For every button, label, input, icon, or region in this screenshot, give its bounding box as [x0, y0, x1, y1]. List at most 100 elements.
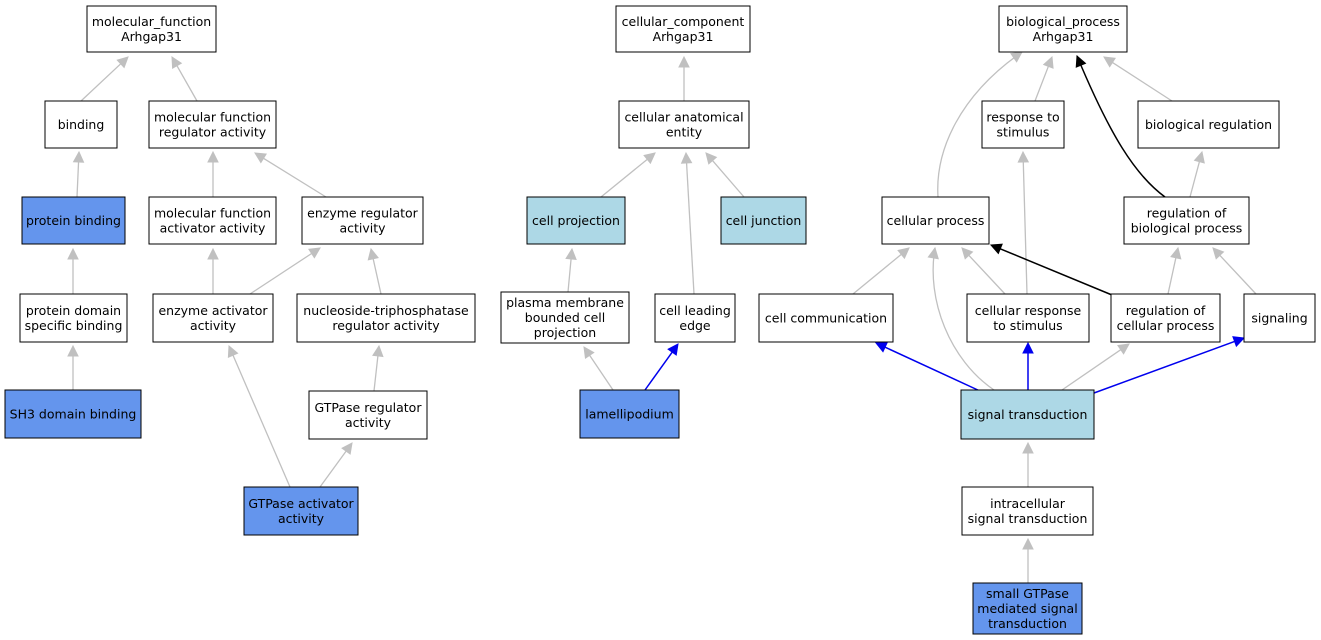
node-cell-junction-box [720, 196, 807, 245]
node-cell-anat-entity-box [618, 100, 750, 149]
node-protein-domain-binding-label-line-1: specific binding [25, 318, 123, 333]
node-cell-leading-edge-label-line-1: edge [679, 318, 711, 333]
edge-response-to-stimulus-to-bp-root-line [1034, 66, 1050, 102]
edge-pm-bounded-projection-to-cell-projection-line [567, 258, 572, 293]
edge-mf-activator-to-mf-regulator [207, 150, 219, 197]
edge-cell-response-stimulus-to-cellular-process-line [968, 254, 1006, 295]
edge-gtpase-activator-to-gtpase-regulator-line [319, 450, 347, 488]
edge-lamellipodium-to-cell-leading-edge-line [644, 351, 673, 391]
edge-binding-to-mf-root [80, 56, 129, 102]
edge-intracellular-signal-to-signal-transduction [1022, 441, 1034, 487]
node-enzyme-regulator-label-line-0: enzyme regulator [307, 206, 419, 221]
node-cell-projection-label-line-0: cell projection [532, 213, 620, 228]
edge-cell-junction-to-cell-anat-entity-line [712, 160, 745, 198]
edge-mf-regulator-to-mf-root [171, 56, 198, 102]
edge-signal-transduction-to-cell-communication-line [884, 346, 981, 392]
node-ntpase-regulator-label-line-1: regulator activity [332, 318, 440, 333]
node-cc-root-box [615, 5, 751, 53]
edge-small-gtpase-signal-to-intracellular-signal [1022, 537, 1034, 583]
edge-signaling-to-reg-bio-process-line [1219, 254, 1257, 295]
edge-gtpase-activator-to-enzyme-activator-line [232, 354, 291, 488]
edge-cell-leading-edge-to-cell-anat-entity [680, 151, 695, 295]
node-binding-label-line-0: binding [58, 117, 105, 132]
node-mf-regulator-box [148, 100, 277, 149]
node-mf-regulator-label-line-0: molecular function [154, 110, 271, 125]
edge-cell-response-stimulus-to-response-to-stimulus [1017, 150, 1030, 295]
edge-gtpase-activator-to-enzyme-activator [227, 344, 291, 488]
node-cell-projection-box [526, 196, 626, 245]
edge-signal-transduction-to-signaling-arrowhead [1232, 336, 1246, 348]
node-small-gtpase-signal-label-line-2: transduction [988, 616, 1067, 631]
edge-reg-cell-process-to-cellular-process [989, 243, 1113, 296]
node-signal-transduction-box [960, 389, 1095, 440]
node-gtpase-activator-label-line-1: activity [278, 511, 325, 526]
node-mf-root-label-line-1: Arhgap31 [121, 29, 182, 44]
edge-signal-transduction-to-cell-response-stimulus [1022, 341, 1034, 390]
edge-reg-cell-process-to-cellular-process-line [999, 248, 1113, 296]
node-cell-communication[interactable]: cell communication [758, 293, 894, 343]
edge-protein-binding-to-binding-arrowhead [72, 150, 85, 163]
node-bp-root-label-line-0: biological_process [1006, 14, 1120, 29]
edge-cell-projection-to-cell-anat-entity-arrowhead [643, 152, 656, 165]
edge-cellular-process-to-bp-root [937, 51, 1023, 198]
node-cell-anat-entity-label-line-1: entity [666, 125, 703, 140]
node-intracellular-signal-label-line-0: intracellular [990, 496, 1066, 511]
edge-reg-bio-process-to-bp-root-line [1076, 55, 1166, 198]
edge-signal-transduction-to-reg-cell-process-arrowhead [1117, 343, 1130, 355]
node-bp-root-label-line-1: Arhgap31 [1033, 29, 1094, 44]
node-reg-cell-process-label-line-1: cellular process [1117, 318, 1215, 333]
node-enzyme-regulator-box [301, 196, 424, 245]
node-cellular-process[interactable]: cellular process [881, 196, 990, 245]
node-protein-binding[interactable]: protein binding [21, 196, 126, 245]
node-bp-root-box [998, 5, 1128, 53]
edge-cell-communication-to-cellular-process-line [852, 253, 902, 295]
node-signal-transduction[interactable]: signal transduction [960, 389, 1095, 440]
node-pm-bounded-projection-label-line-1: bounded cell [525, 310, 605, 325]
node-binding[interactable]: binding [44, 100, 118, 149]
node-lamellipodium[interactable]: lamellipodium [579, 389, 680, 439]
node-reg-cell-process-label-line-0: regulation of [1126, 303, 1206, 318]
node-mf-activator-box [148, 196, 277, 245]
edge-signaling-to-reg-bio-process [1212, 247, 1257, 295]
node-small-gtpase-signal-label-line-1: mediated signal [977, 601, 1077, 616]
edge-enzyme-regulator-to-mf-regulator [254, 152, 327, 198]
edge-mf-regulator-to-mf-root-line [176, 65, 198, 102]
node-mf-activator-label-line-1: activator activity [160, 221, 266, 236]
edge-lamellipodium-to-cell-leading-edge-arrowhead [667, 343, 679, 356]
edge-cell-anat-entity-to-cc-root-arrowhead [678, 55, 690, 68]
node-cell-response-stimulus-label-line-1: to stimulus [993, 318, 1062, 333]
edge-signal-transduction-to-cellular-process-arrowhead [927, 246, 939, 260]
node-mf-root-label-line-0: molecular_function [92, 14, 211, 29]
node-sh3-binding-box [4, 389, 142, 439]
node-cell-junction[interactable]: cell junction [720, 196, 807, 245]
node-binding-box [44, 100, 118, 149]
node-biological-regulation[interactable]: biological regulation [1137, 100, 1280, 149]
node-cell-projection[interactable]: cell projection [526, 196, 626, 245]
edge-enzyme-regulator-to-mf-regulator-arrowhead [254, 152, 267, 164]
node-intracellular-signal-box [961, 486, 1094, 536]
node-signaling[interactable]: signaling [1243, 293, 1316, 343]
node-gtpase-activator-box [243, 486, 359, 536]
node-sh3-binding[interactable]: SH3 domain binding [4, 389, 142, 439]
